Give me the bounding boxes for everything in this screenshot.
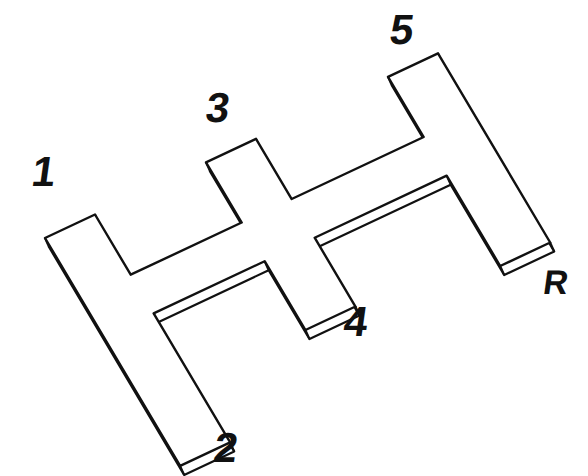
gate-top-face <box>45 53 550 466</box>
gear-number: 5 <box>387 9 416 51</box>
gear-number: 4 <box>341 301 370 343</box>
gate-edges <box>45 53 554 475</box>
gear-number: R <box>541 265 570 299</box>
gate-edge <box>180 466 184 475</box>
gate-edge <box>550 242 554 251</box>
gate-edge <box>305 330 309 339</box>
gate-edge <box>500 266 504 275</box>
gear-number: 2 <box>211 427 240 469</box>
gear-number: 1 <box>29 151 58 193</box>
gear-number: 3 <box>203 87 232 129</box>
